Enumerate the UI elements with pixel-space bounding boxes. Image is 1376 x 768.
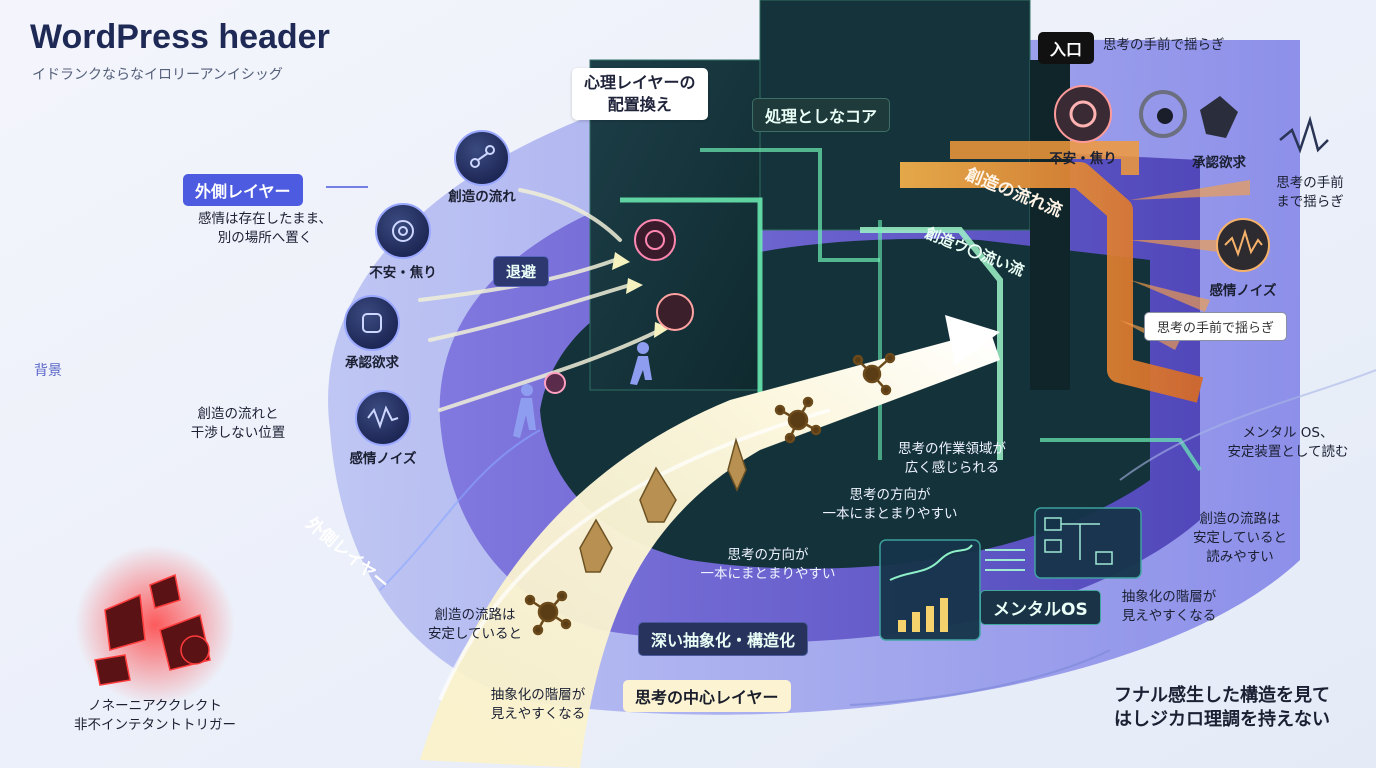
abstraction-left: 抽象化の階層が 見えやすくなる <box>490 687 586 722</box>
core-title: 処理としなコア <box>752 98 891 132</box>
abstraction-right: 抽象化の階層が 見えやすくなる <box>1121 589 1217 624</box>
wobble-box: 思考の手前で揺らぎ <box>1144 312 1288 341</box>
direction-text-upper: 思考の方向が 一本にまとまりやすい <box>822 487 958 522</box>
right-anxiety-label: 不安・焦り <box>1049 151 1117 167</box>
retreat-label: 退避 <box>493 256 550 287</box>
ring-label-emotional-noise: 感情ノイズ <box>349 451 417 467</box>
outer-layer-tag: 外側レイヤー <box>183 174 303 206</box>
ring-label-creative-flow: 創造の流れ <box>448 189 516 205</box>
page-title: WordPress header <box>30 18 330 56</box>
wobble-label: 思考の手前 まで揺らぎ <box>1276 175 1344 210</box>
stable-path-right: 創造の流路は 安定していると 読みやすい <box>1192 511 1288 565</box>
mental-os-read-label: メンタル OS、 安定装置として読む <box>1227 425 1349 460</box>
trigger-label: ノネーニアククレクト 非不インテタントトリガー <box>74 698 236 733</box>
right-approval-label: 承認欲求 <box>1192 155 1246 171</box>
center-layer-label: 思考の中心レイヤー <box>623 680 791 712</box>
mental-os-label: メンタルOS <box>980 590 1101 625</box>
no-interference-label: 創造の流れと 干渉しない位置 <box>190 406 286 441</box>
deep-abstraction-label: 深い抽象化・構造化 <box>638 622 809 656</box>
outer-layer-description: 感情は存在したまま、 別の場所へ置く <box>197 211 333 246</box>
page-subtitle: イドランクならなイロリーアンイシッグ <box>32 67 283 83</box>
entry-description: 思考の手前で揺らぎ <box>1103 37 1225 53</box>
stable-path-left: 創造の流路は 安定していると <box>427 607 523 642</box>
workspace-text: 思考の作業領域が 広く感じられる <box>898 441 1006 476</box>
entry-tag: 入口 <box>1038 32 1095 64</box>
relayout-title: 心理レイヤーの 配置換え <box>572 68 708 120</box>
bottom-caption: フナル感生した構造を見て はしジカロ理調を持えない <box>1114 685 1330 730</box>
right-noise-label: 感情ノイズ <box>1209 283 1277 299</box>
background-label: 背景 <box>34 363 62 379</box>
ring-label-anxiety: 不安・焦り <box>369 265 437 281</box>
direction-text-lower: 思考の方向が 一本にまとまりやすい <box>700 547 836 582</box>
ring-label-approval: 承認欲求 <box>345 355 399 371</box>
